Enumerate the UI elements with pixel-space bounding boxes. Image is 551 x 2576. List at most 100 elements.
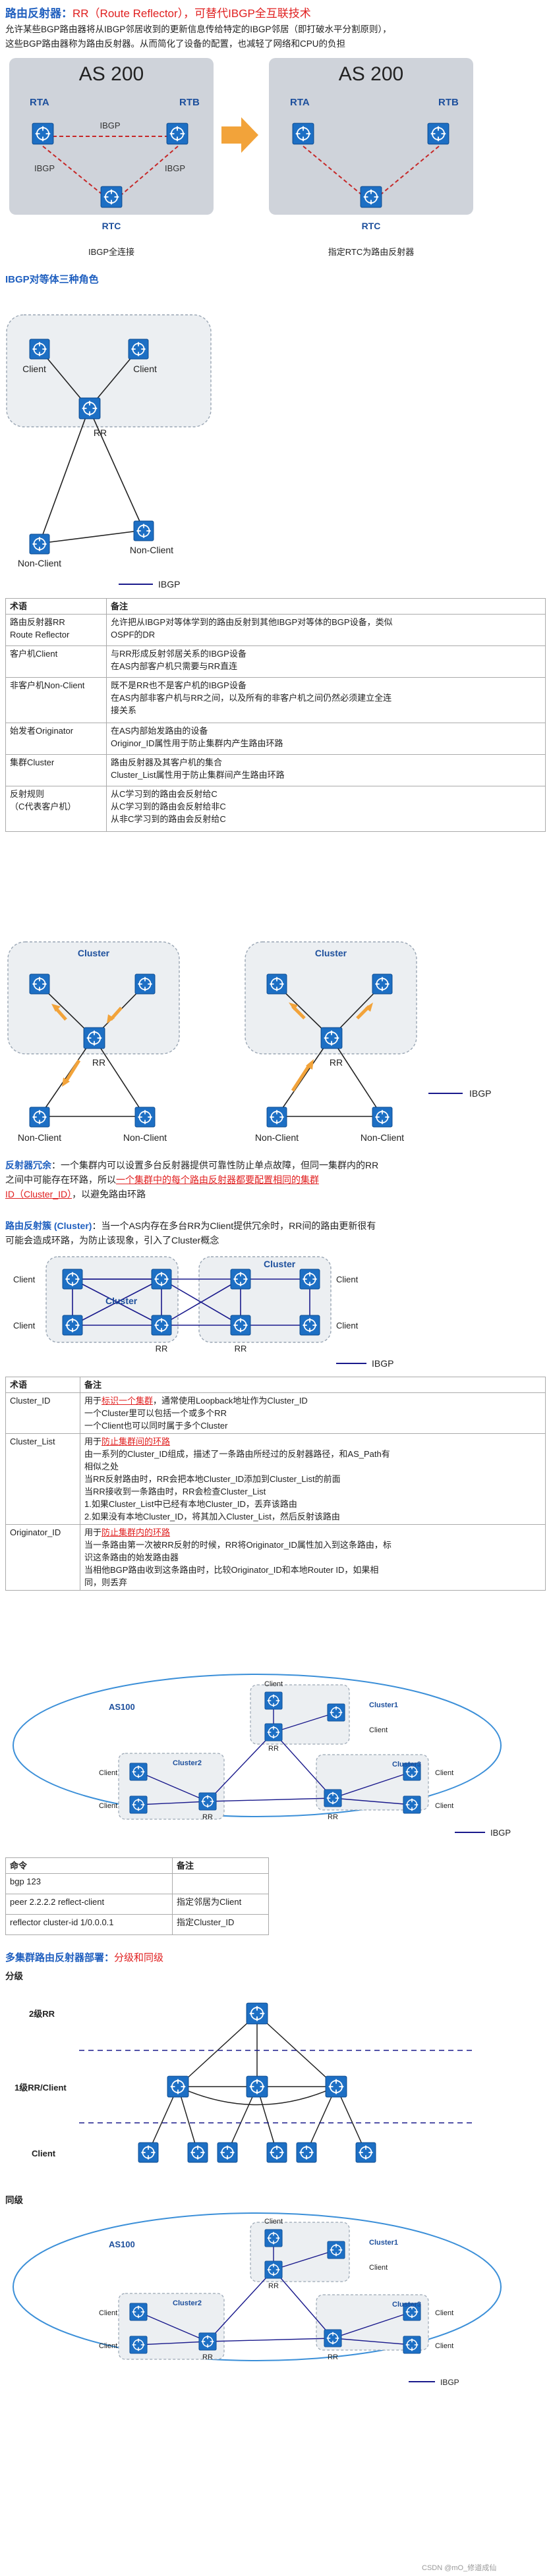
as-box-right xyxy=(269,58,473,215)
svg-text:Client: Client xyxy=(99,1769,117,1777)
rta-label: RTA xyxy=(30,97,49,108)
svg-text:Cluster1: Cluster1 xyxy=(369,2239,398,2247)
svg-text:Client: Client xyxy=(435,1769,453,1777)
ibgp-full-mesh-diagram: AS 200 RTA RTB IBGP IBGP IBGP RTC IBGP全连… xyxy=(9,58,473,257)
note-line: 当一条路由第一次被RR反射的时候，RR将Originator_ID属性加入到这条… xyxy=(84,1540,392,1550)
svg-text:RR: RR xyxy=(268,1745,279,1753)
svg-text:Cluster2: Cluster2 xyxy=(173,1759,202,1767)
term-cell: Originator_ID xyxy=(5,1524,80,1591)
section4-line1: 反射器冗余：一个集群内可以设置多台反射器提供可靠性防止单点故障，但同一集群内的R… xyxy=(5,1160,379,1170)
section5-line2: 可能会造成环路，为防止该现象，引入了Cluster概念 xyxy=(5,1235,219,1246)
svg-text:Cluster: Cluster xyxy=(105,1296,138,1306)
section5-line1: 路由反射簇 (Cluster)：当一个AS内存在多台RR为Client提供冗余时… xyxy=(5,1220,376,1231)
svg-text:Client: Client xyxy=(133,364,157,374)
as-box-left xyxy=(9,58,214,215)
svg-text:Cluster3: Cluster3 xyxy=(392,2301,421,2309)
svg-text:1级RR/Client: 1级RR/Client xyxy=(14,2083,67,2093)
caption-left: IBGP全连接 xyxy=(88,247,134,257)
svg-text:RR: RR xyxy=(92,1057,105,1068)
svg-text:RTA: RTA xyxy=(290,97,310,108)
svg-text:Cluster2: Cluster2 xyxy=(173,2299,202,2307)
svg-text:Non-Client: Non-Client xyxy=(18,1132,61,1143)
as-label-left: AS 200 xyxy=(79,63,144,85)
svg-text:RR: RR xyxy=(268,2282,279,2290)
svg-text:IBGP: IBGP xyxy=(34,163,55,173)
router-rta xyxy=(32,123,54,145)
svg-text:AS100: AS100 xyxy=(109,2239,135,2249)
rtc-label-left: RTC xyxy=(102,221,121,231)
svg-text:RR: RR xyxy=(330,1057,343,1068)
note-cell: 用于标识一个集群，通常使用Loopback地址作为Cluster_ID 一个Clu… xyxy=(80,1392,546,1434)
section1-para-line1: 允许某些BGP路由器将从IBGP邻居收到的更新信息传给特定的IBGP邻居（即打破… xyxy=(5,24,392,34)
svg-text:Non-Client: Non-Client xyxy=(361,1132,404,1143)
note-line: 2.如果没有本地Cluster_ID，将其加入Cluster_List，然后反射… xyxy=(84,1512,340,1521)
svg-text:IBGP: IBGP xyxy=(372,1358,393,1369)
svg-text:Non-Client: Non-Client xyxy=(255,1132,299,1143)
note-line: 一个Cluster里可以包括一个或多个RR xyxy=(84,1408,227,1418)
as-label-right: AS 200 xyxy=(339,63,403,85)
note-cell: 用于防止集群间的环路由一系列的Cluster_ID组成，描述了一条路由所经过的反… xyxy=(80,1433,546,1525)
svg-text:Client: Client xyxy=(32,2149,56,2158)
svg-text:Client: Client xyxy=(13,1274,36,1284)
section2-title: IBGP对等体三种角色 xyxy=(5,274,99,285)
svg-text:Client: Client xyxy=(336,1321,359,1330)
svg-text:Cluster: Cluster xyxy=(264,1259,296,1269)
term-cell: Cluster_List xyxy=(5,1433,80,1525)
reflection-rules-diagram: Cluster RR Non-Client Non-Client Cluster… xyxy=(7,941,491,1143)
note-line: 一个Client也可以同时属于多个Cluster xyxy=(84,1421,228,1431)
section1-para-line2: 这些BGP路由器称为路由反射器。从而简化了设备的配置，也减轻了网络和CPU的负担 xyxy=(5,39,346,49)
svg-text:IBGP: IBGP xyxy=(100,121,120,130)
svg-text:Client: Client xyxy=(369,2264,388,2272)
multi-cluster-diagram: AS100 Client Cluster1 Client RR Cluster2… xyxy=(13,1674,511,1838)
note-cell: 用于防止集群内的环路当一条路由第一次被RR反射的时候，RR将Originator… xyxy=(80,1524,546,1591)
note-line: 由一系列的Cluster_ID组成，描述了一条路由所经过的反射器路径，和AS_P… xyxy=(84,1449,390,1459)
term-cell: Cluster_ID xyxy=(5,1392,80,1434)
watermark: CSDN @mO_修道成仙 xyxy=(422,2564,497,2572)
svg-text:Client: Client xyxy=(264,2218,283,2226)
svg-text:Cluster3: Cluster3 xyxy=(392,1761,421,1768)
svg-text:RR: RR xyxy=(328,1813,338,1821)
svg-text:RR: RR xyxy=(202,2353,213,2361)
note-line: 当相他BGP路由收到这条路由时，比较Originator_ID和本地Router… xyxy=(84,1565,379,1575)
svg-text:IBGP: IBGP xyxy=(469,1088,491,1099)
svg-text:Client: Client xyxy=(99,1802,117,1810)
router-rtc xyxy=(100,186,123,208)
caption-right: 指定RTC为路由反射器 xyxy=(328,247,414,257)
svg-text:Cluster: Cluster xyxy=(78,948,110,958)
svg-text:Non-Client: Non-Client xyxy=(130,545,173,555)
note-line: 相似之处 xyxy=(84,1462,119,1471)
note-line: 用于防止集群间的环路 xyxy=(84,1437,171,1446)
ibgp-roles-diagram: Client Client RR Non-Client Non-Client I… xyxy=(6,314,212,589)
svg-text:RR: RR xyxy=(235,1344,247,1354)
svg-text:Client: Client xyxy=(435,2309,453,2317)
svg-text:RR: RR xyxy=(202,1813,213,1821)
transform-arrow xyxy=(221,117,258,153)
note-line: 用于防止集群内的环路 xyxy=(84,1527,171,1537)
legend-ibgp: IBGP xyxy=(158,579,180,589)
hierarchical-rr-diagram: 2级RR 1级RR/Client Client xyxy=(14,2002,475,2163)
svg-text:IBGP: IBGP xyxy=(165,163,185,173)
level-heading: 分级 xyxy=(5,1971,23,1981)
svg-text:Client: Client xyxy=(336,1274,359,1284)
svg-text:RR: RR xyxy=(328,2353,338,2361)
svg-text:RR: RR xyxy=(156,1344,168,1354)
svg-text:RTC: RTC xyxy=(362,221,381,231)
svg-text:RR: RR xyxy=(94,427,107,438)
router-rtb xyxy=(166,123,188,145)
commands-table: 命令备注 bgp 123 peer 2.2.2.2 reflect-client… xyxy=(5,1857,269,1935)
svg-text:Cluster: Cluster xyxy=(315,948,347,958)
cluster-diagram: Client Client Client Client Cluster Clus… xyxy=(13,1256,393,1369)
note-line: 当RR接收到一条路由时，RR会检查Cluster_List xyxy=(84,1487,266,1496)
svg-text:IBGP: IBGP xyxy=(490,1828,511,1838)
svg-text:Client: Client xyxy=(99,2309,117,2317)
svg-text:Non-Client: Non-Client xyxy=(123,1132,167,1143)
peer-heading: 同级 xyxy=(5,2195,23,2205)
svg-text:Cluster1: Cluster1 xyxy=(369,1701,398,1709)
note-line: 同，则丢弃 xyxy=(84,1577,128,1587)
svg-text:Client: Client xyxy=(99,2342,117,2350)
note-line: 用于标识一个集群，通常使用Loopback地址作为Cluster_ID xyxy=(84,1396,308,1406)
